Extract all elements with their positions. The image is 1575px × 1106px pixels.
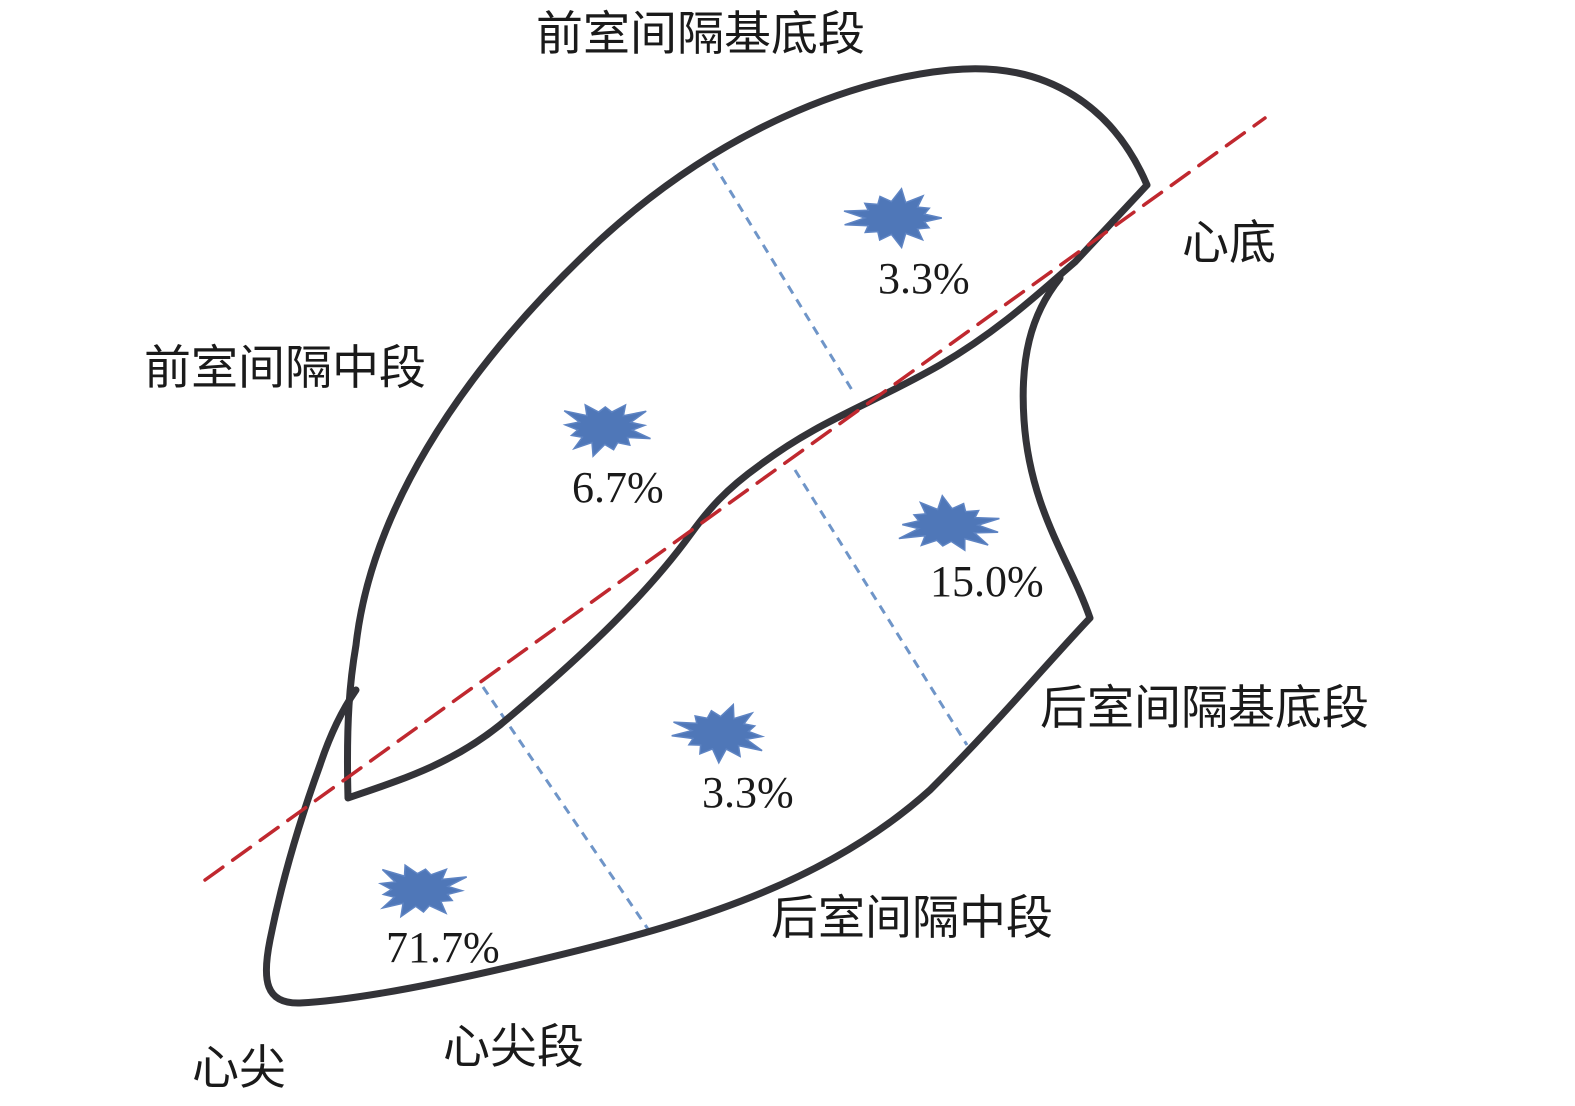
pct-posterior-mid: 3.3%: [702, 768, 794, 817]
long-axis-line: [203, 116, 1267, 882]
burst-star-icon: [377, 863, 468, 919]
label-base: 心底: [1182, 216, 1276, 271]
septum-outline: [262, 65, 1151, 1007]
label-posterior-mid: 后室间隔中段: [771, 891, 1053, 946]
burst-star-shape: [843, 187, 942, 250]
divider-anterior-basal-mid: [711, 162, 854, 391]
burst-star-icon: [671, 702, 766, 765]
burst-star-shape: [898, 494, 1000, 552]
burst-star-shape: [562, 403, 651, 458]
pct-apical: 71.7%: [386, 923, 500, 972]
burst-star-shape: [671, 702, 766, 765]
burst-star-icon: [898, 494, 1000, 552]
label-apical-segment: 心尖段: [443, 1020, 584, 1075]
pct-anterior-mid: 6.7%: [572, 463, 664, 512]
segment-dividers: [481, 162, 969, 933]
divider-posterior-basal-mid: [793, 469, 969, 746]
pct-anterior-basal: 3.3%: [878, 254, 970, 303]
burst-star-shape: [377, 863, 468, 919]
burst-star-icon: [562, 403, 651, 458]
pct-posterior-basal: 15.0%: [930, 557, 1044, 606]
anterior-septum-outline: [343, 65, 1151, 802]
burst-star-icon: [843, 187, 942, 250]
markers: [377, 187, 1000, 919]
label-anterior-mid: 前室间隔中段: [144, 341, 426, 396]
posterior-septum-outline: [262, 274, 1094, 1007]
divider-posterior-mid-apical: [481, 686, 652, 933]
label-posterior-basal: 后室间隔基底段: [1040, 681, 1369, 736]
label-anterior-basal: 前室间隔基底段: [536, 7, 865, 62]
label-apex: 心尖: [192, 1041, 286, 1096]
